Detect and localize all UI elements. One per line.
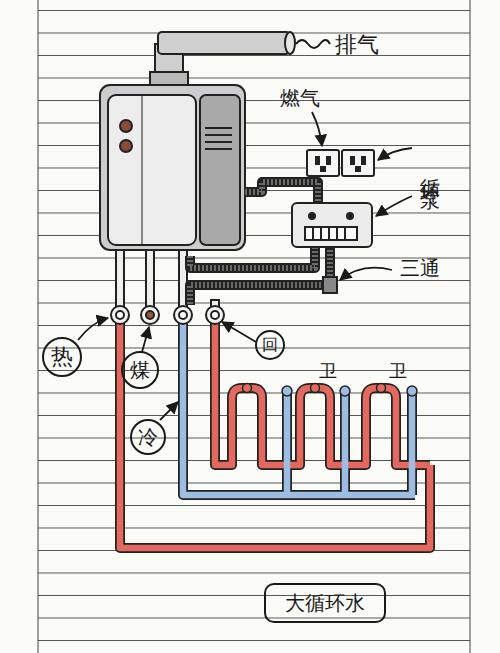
pipe-caps (243, 384, 418, 397)
hot-pipe (120, 322, 430, 548)
leader-line (378, 148, 412, 160)
outlets (307, 150, 374, 176)
leader-lines (78, 40, 412, 420)
exhaust-flue (150, 32, 295, 88)
node-label: 煤 (130, 359, 150, 381)
leader-line (312, 112, 322, 146)
leader-line (296, 40, 330, 48)
node-label: 回 (262, 336, 278, 354)
pipe-outlines (120, 322, 430, 548)
circulation-pump (292, 203, 372, 247)
leader-line (78, 318, 108, 340)
page-edge (470, 0, 471, 653)
leader-line (222, 322, 256, 342)
caption-box: 大循环水 (264, 583, 386, 623)
part-label: 循环泵 (419, 163, 441, 181)
leader-line (142, 327, 149, 352)
part-label: 卫 (319, 361, 337, 381)
cold-pipe (183, 322, 415, 495)
leader-line (376, 196, 412, 216)
cold-riser (342, 392, 349, 495)
node-label: 冷 (138, 426, 158, 448)
callout-circle: 冷 (130, 419, 166, 455)
pipes (120, 322, 430, 548)
leader-line (160, 402, 178, 420)
node-label: 热 (51, 345, 73, 369)
callout-circle: 煤 (121, 351, 159, 389)
part-label: 燃气 (280, 87, 320, 109)
node-label: 大循环水 (285, 592, 365, 614)
part-label: 排气 (335, 33, 379, 57)
callout-circle: 回 (255, 330, 285, 360)
ruled-lines (38, 0, 470, 653)
return-loop-pipe (215, 322, 430, 465)
cold-riser (409, 392, 416, 495)
part-label: 卫 (389, 361, 407, 381)
page-edge (38, 0, 39, 653)
leader-line (340, 268, 392, 280)
cold-riser (284, 392, 291, 495)
tee-fitting (323, 277, 337, 293)
water-heater (100, 85, 245, 250)
part-label: 三通 (400, 257, 440, 279)
callout-circle: 热 (42, 337, 82, 377)
